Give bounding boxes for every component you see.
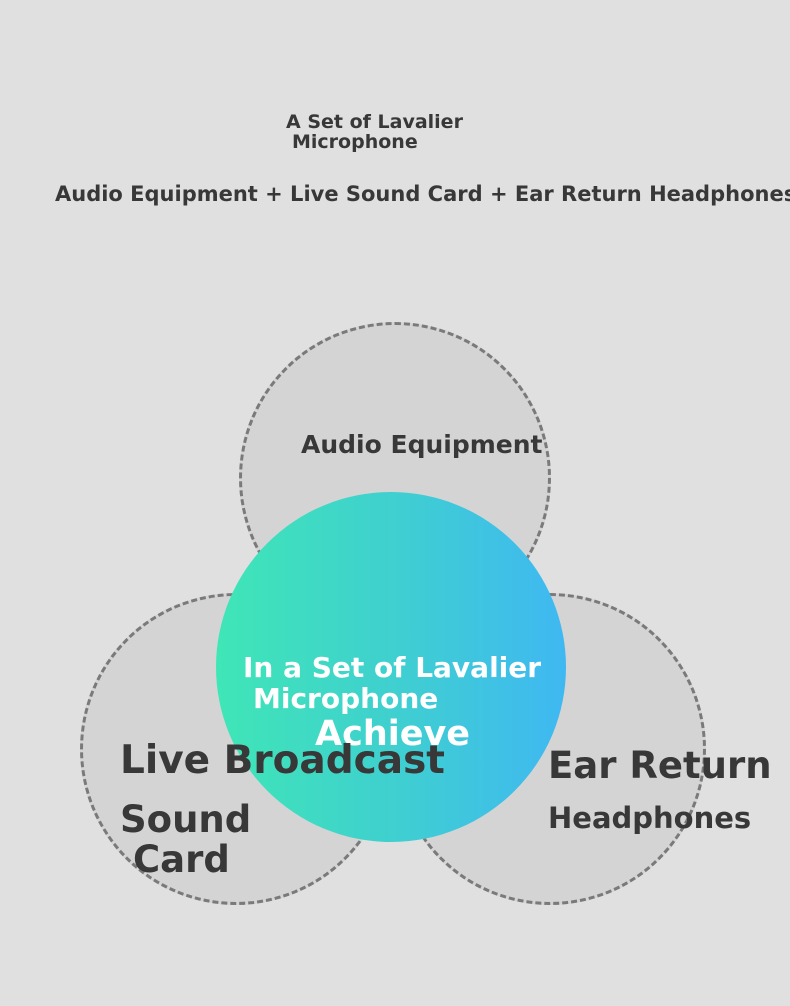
center-label-line-1: In a Set of Lavalier <box>243 651 542 684</box>
sound-label: Sound <box>120 798 252 841</box>
heading-line-2: Microphone <box>292 131 418 153</box>
headphones-label: Headphones <box>548 801 752 835</box>
card-label: Card <box>133 838 230 881</box>
center-circle <box>216 492 566 842</box>
audio-equipment-label: Audio Equipment <box>301 430 543 459</box>
heading-line-1: A Set of Lavalier <box>286 111 463 133</box>
heading-title: A Set of Lavalier Microphone <box>286 112 463 152</box>
center-label: In a Set of Lavalier Microphone <box>243 652 541 714</box>
center-label-line-2: Microphone <box>253 682 439 715</box>
achieve-label: Achieve <box>315 714 471 754</box>
ear-return-label: Ear Return <box>548 744 772 787</box>
sound-card-label: Sound Card <box>120 800 251 880</box>
equation-text: Audio Equipment + Live Sound Card + Ear … <box>55 182 790 206</box>
live-broadcast-label: Live Broadcast <box>120 738 445 783</box>
